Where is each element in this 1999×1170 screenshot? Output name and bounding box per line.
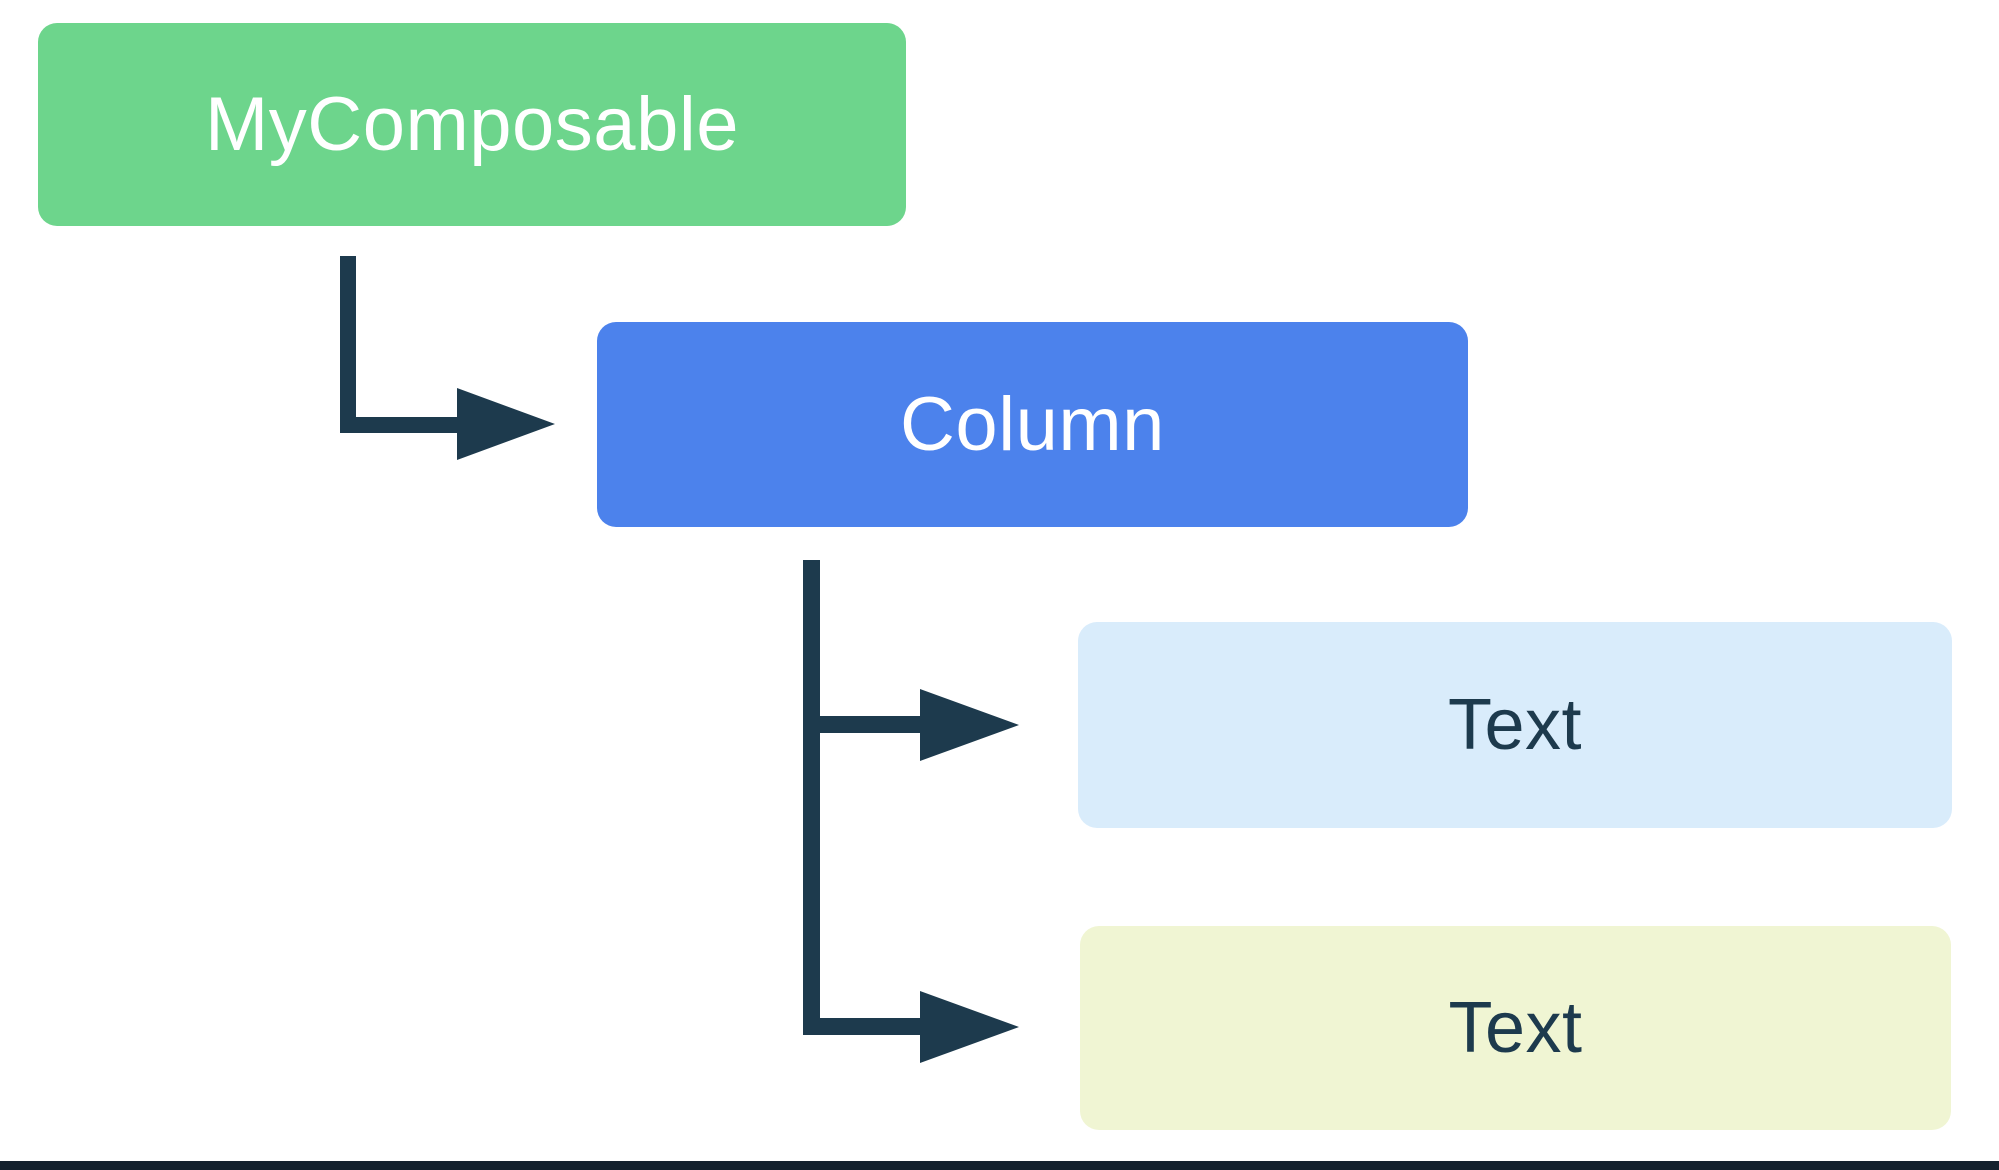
bottom-border-rule [0, 1161, 1999, 1170]
node-column: Column [597, 322, 1468, 527]
connector-column-text1-horizontal [803, 716, 920, 733]
arrowhead-to-text1 [920, 689, 1019, 761]
arrowhead-to-column [457, 388, 555, 460]
node-mycomposable-label: MyComposable [205, 82, 739, 167]
node-text-1: Text [1078, 622, 1952, 828]
node-text-1-label: Text [1447, 685, 1583, 765]
node-column-label: Column [900, 382, 1165, 467]
connector-mycomposable-column-horizontal [340, 417, 457, 433]
arrowhead-to-text2 [920, 991, 1019, 1063]
node-text-2: Text [1080, 926, 1951, 1130]
connector-column-text2-horizontal [803, 1018, 920, 1035]
node-text-2-label: Text [1448, 988, 1583, 1068]
connector-mycomposable-column-vertical [340, 256, 356, 432]
connector-column-trunk [803, 560, 820, 1035]
node-mycomposable: MyComposable [38, 23, 906, 226]
